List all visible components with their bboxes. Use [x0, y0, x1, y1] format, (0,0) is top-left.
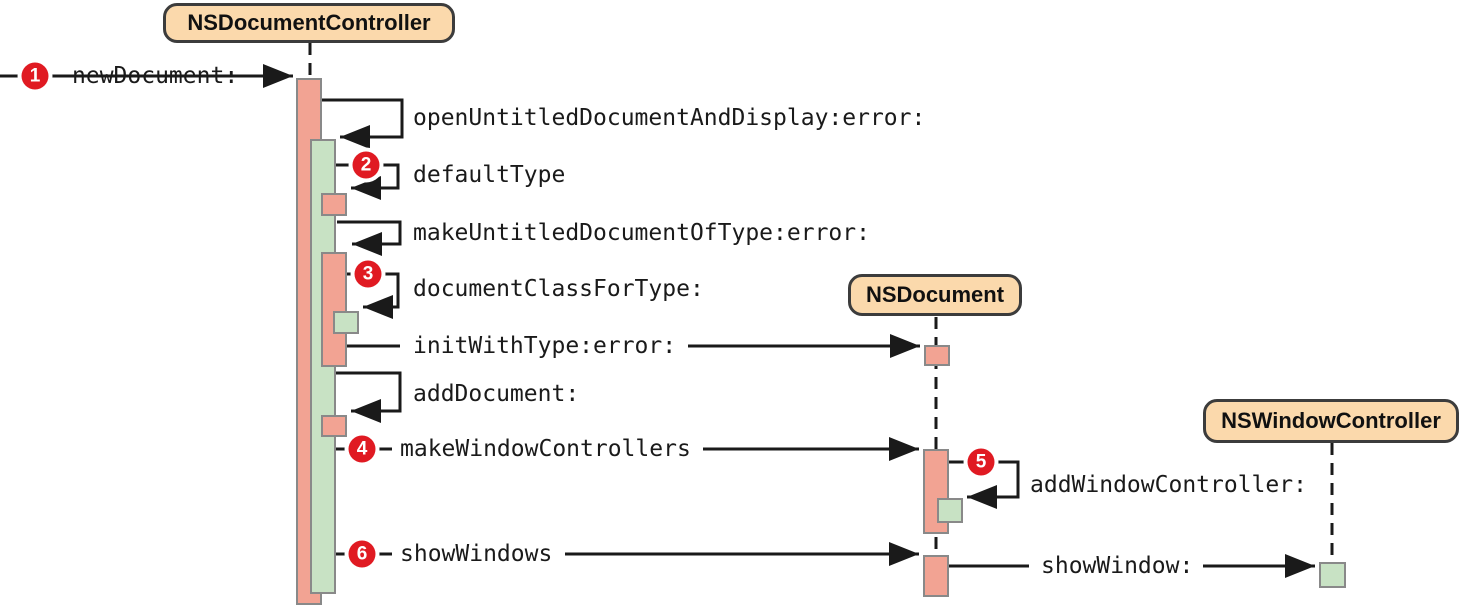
activation-showwindow [1319, 562, 1346, 588]
arrow-adddocument-loop [336, 371, 402, 423]
message-label-makewindowcontrollers: makeWindowControllers [400, 436, 691, 462]
message-label-showwindows: showWindows [400, 541, 553, 567]
step-badge-1: 1 [21, 62, 49, 90]
step-badge-4: 4 [348, 435, 376, 463]
activation-initwithtype [924, 345, 950, 366]
activation-defaulttype [321, 193, 347, 216]
actor-nsdocumentcontroller-label: NSDocumentController [187, 10, 431, 35]
step-badge-3: 3 [354, 260, 382, 288]
actor-nswindowcontroller-label: NSWindowController [1221, 408, 1441, 433]
arrow-makeuntitleddocument-loop [337, 220, 402, 256]
message-label-initwithtype: initWithType:error: [413, 333, 677, 359]
message-label-adddocument: addDocument: [413, 381, 580, 407]
activation-showwindows [923, 555, 949, 597]
message-label-documentclassfortype: documentClassForType: [413, 276, 704, 302]
step-badge-5: 5 [967, 448, 995, 476]
activation-adddocument [321, 415, 347, 437]
actor-nsdocumentcontroller: NSDocumentController [163, 3, 455, 43]
actor-nsdocument-label: NSDocument [865, 282, 1005, 307]
actor-nswindowcontroller: NSWindowController [1203, 399, 1459, 443]
activation-addwindowcontroller [937, 498, 963, 523]
message-label-addwindowcontroller: addWindowController: [1030, 472, 1307, 498]
step-badge-2: 2 [352, 151, 380, 179]
message-label-newdocument: newDocument: [72, 63, 239, 89]
message-label-makeuntitleddocument: makeUntitledDocumentOfType:error: [413, 220, 870, 246]
actor-nsdocument: NSDocument [848, 274, 1022, 316]
activation-makeuntitleddocument [321, 252, 347, 367]
message-label-defaulttype: defaultType [413, 162, 566, 188]
arrow-openuntitleddocument-loop [322, 98, 404, 149]
message-label-openuntitleddocument: openUntitledDocumentAndDisplay:error: [413, 105, 926, 131]
step-badge-6: 6 [348, 540, 376, 568]
message-label-showwindow: showWindow: [1041, 553, 1194, 579]
activation-documentclassfortype [333, 311, 359, 334]
